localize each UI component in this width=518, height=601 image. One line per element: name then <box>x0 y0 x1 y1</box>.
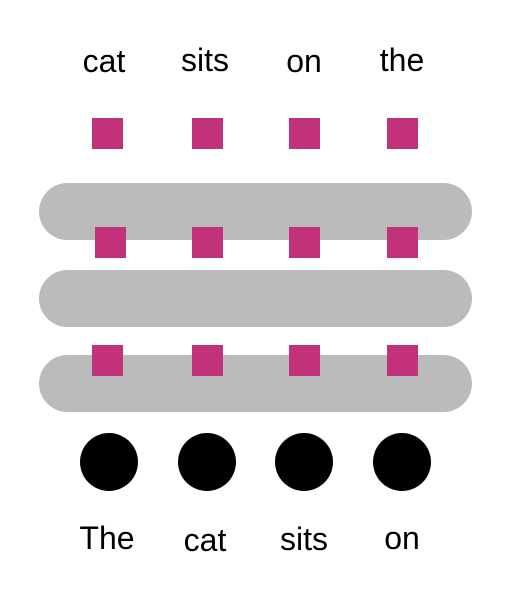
hidden-state-square <box>192 345 223 376</box>
output-word: sits <box>181 42 229 78</box>
input-embedding-dot <box>275 433 333 491</box>
hidden-state-square <box>95 227 126 258</box>
layer-band-2 <box>39 270 472 327</box>
input-word: on <box>384 520 420 556</box>
layer-band-3 <box>39 355 472 412</box>
hidden-state-square <box>92 345 123 376</box>
hidden-state-square <box>387 227 418 258</box>
hidden-state-square <box>387 345 418 376</box>
output-token-square <box>387 118 418 149</box>
hidden-state-square <box>192 227 223 258</box>
input-word: cat <box>183 522 227 558</box>
input-embedding-dot <box>80 433 138 491</box>
output-token-square <box>192 118 223 149</box>
input-word: The <box>79 520 135 556</box>
input-embedding-dot <box>373 433 431 491</box>
output-word: cat <box>82 43 126 79</box>
output-word: on <box>286 43 322 79</box>
hidden-state-square <box>289 227 320 258</box>
layer-band-1 <box>39 183 472 240</box>
hidden-state-square <box>289 345 320 376</box>
input-embedding-dot <box>178 433 236 491</box>
output-word: the <box>379 42 425 78</box>
output-token-square <box>289 118 320 149</box>
input-word: sits <box>280 521 328 557</box>
output-token-square <box>92 118 123 149</box>
